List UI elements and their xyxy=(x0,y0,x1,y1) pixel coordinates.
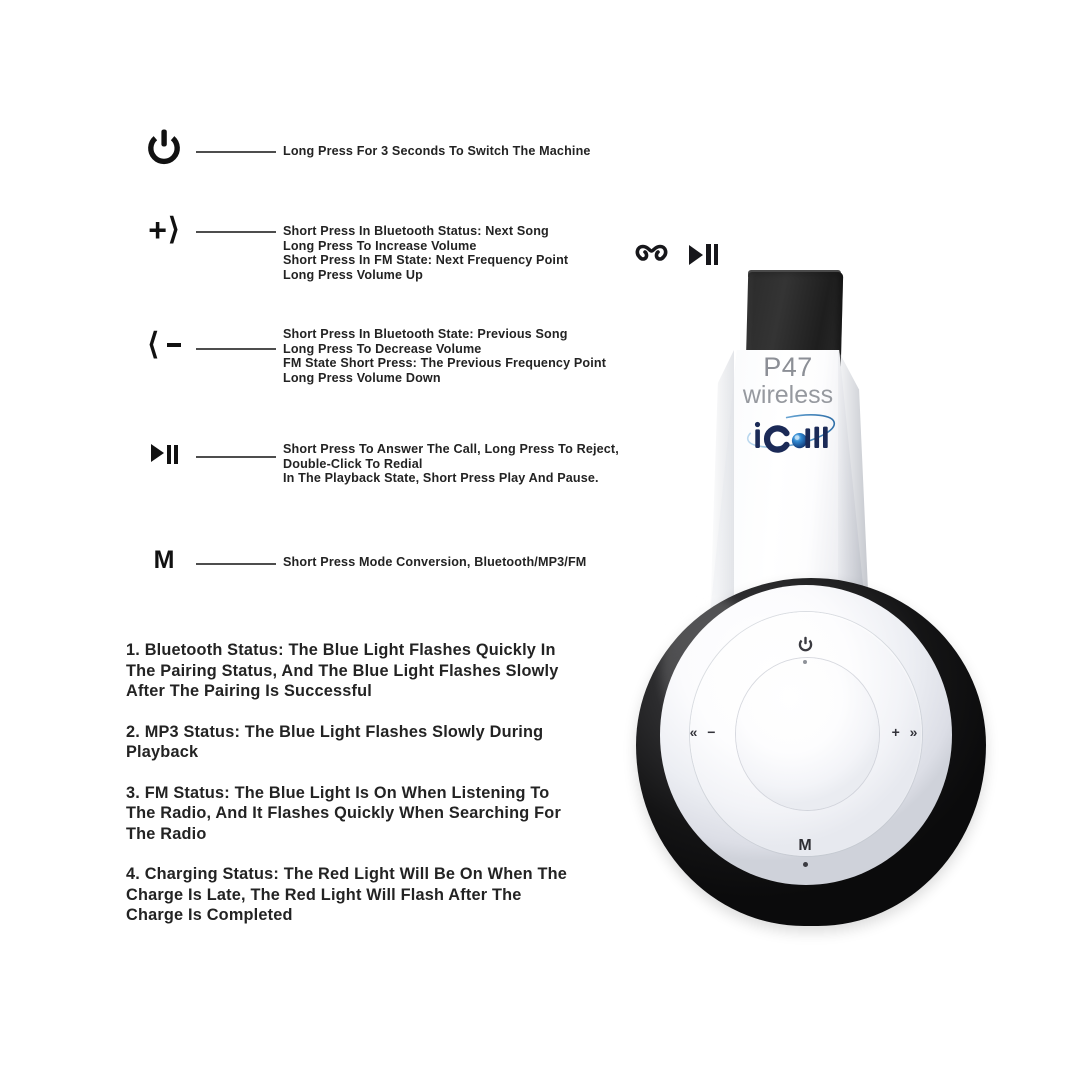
pause-bars-icon xyxy=(166,441,178,466)
power-icon xyxy=(798,636,812,652)
pause-bar-icon xyxy=(706,244,711,265)
volume-down-previous-icon: ⟨ xyxy=(118,330,210,360)
pause-bar-icon xyxy=(713,244,719,265)
status-notes: 1. Bluetooth Status: The Blue Light Flas… xyxy=(126,640,616,946)
leader-line xyxy=(196,231,276,233)
leader-line xyxy=(196,456,276,458)
legend-text: Short Press In Bluetooth Status: Next So… xyxy=(283,224,569,282)
model-sub-label: wireless xyxy=(742,381,834,409)
mode-icon: M xyxy=(153,546,175,574)
leader-line xyxy=(196,151,276,153)
model-label: P47 xyxy=(763,352,813,382)
earcup-mode-button[interactable]: M xyxy=(798,837,812,854)
play-triangle-icon xyxy=(689,244,704,265)
plus-sign-icon: + xyxy=(148,212,167,248)
double-chevron-left-icon: ⟨ xyxy=(147,328,159,361)
earcup-volume-down-button[interactable]: « − xyxy=(689,724,719,740)
volume-up-next-icon: +⟩ xyxy=(118,214,210,246)
play-triangle-icon xyxy=(150,444,164,463)
note-item: 1. Bluetooth Status: The Blue Light Flas… xyxy=(126,641,559,700)
play-pause-icon xyxy=(689,244,719,265)
earcup-volume-up-button[interactable]: + » xyxy=(891,724,921,740)
double-chevron-right-icon: ⟩ xyxy=(167,213,180,246)
legend-text: Short Press Mode Conversion, Bluetooth/M… xyxy=(283,555,587,569)
status-led-top xyxy=(803,660,807,664)
power-icon xyxy=(118,128,210,174)
headphone-product-image: P47 wireless xyxy=(600,240,1040,960)
note-item: 2. MP3 Status: The Blue Light Flashes Sl… xyxy=(126,722,544,762)
minus-sign-icon xyxy=(166,343,181,347)
note-item: 4. Charging Status: The Red Light Will B… xyxy=(126,865,568,924)
legend-text: Short Press To Answer The Call, Long Pre… xyxy=(283,442,619,486)
legend-text: Long Press For 3 Seconds To Switch The M… xyxy=(283,144,591,158)
status-led-bottom xyxy=(803,862,808,867)
earcup-center-plate xyxy=(736,658,879,810)
earcup-multifunction-button[interactable] xyxy=(600,240,752,269)
legend-text: Short Press In Bluetooth State: Previous… xyxy=(283,327,607,385)
note-item: 3. FM Status: The Blue Light Is On When … xyxy=(126,783,561,843)
play-pause-icon xyxy=(118,440,210,466)
leader-line xyxy=(196,348,276,350)
call-handset-icon xyxy=(634,240,678,269)
button-legend: Long Press For 3 Seconds To Switch The M… xyxy=(0,0,620,620)
earcup-power-button[interactable] xyxy=(600,636,1010,656)
icall-logo xyxy=(737,410,841,456)
leader-line xyxy=(196,563,276,565)
